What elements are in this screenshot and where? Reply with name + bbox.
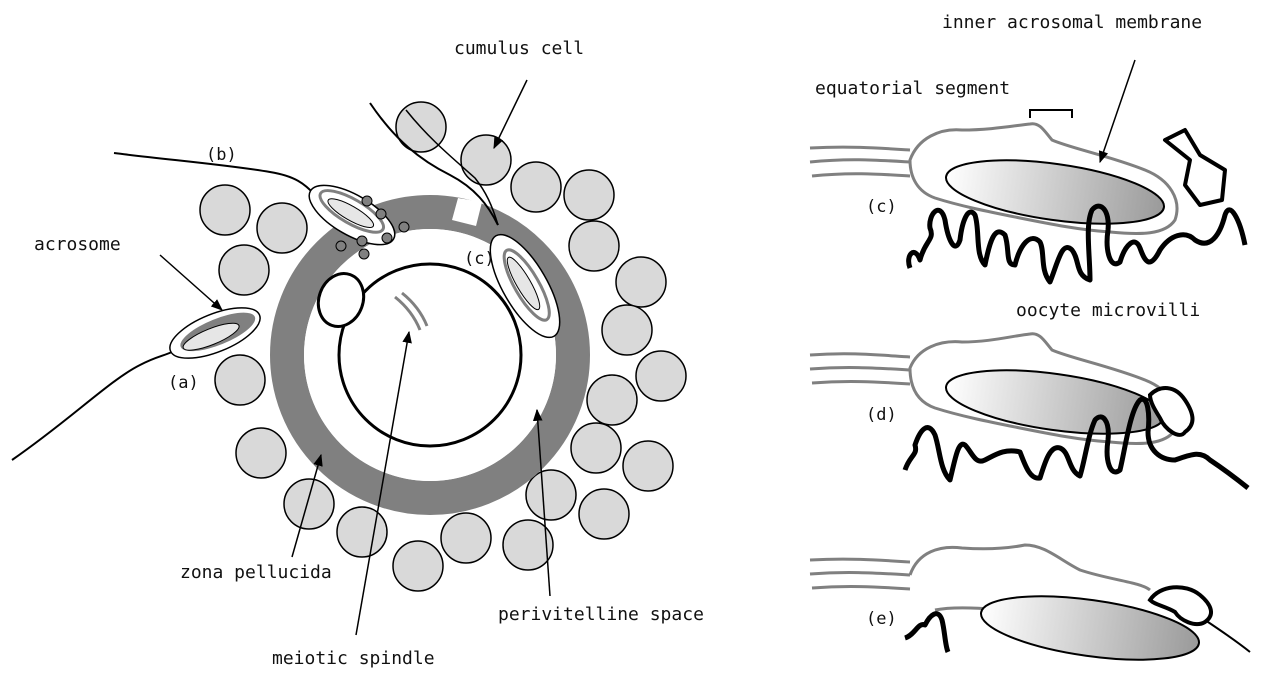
- label-equatorial-segment: equatorial segment: [815, 78, 1010, 99]
- equatorial-bracket: [1030, 110, 1072, 118]
- label-acrosome: acrosome: [34, 234, 121, 255]
- sperm-a-tail: [12, 352, 172, 460]
- stage-label-e: (e): [866, 609, 897, 629]
- label-inner-acrosomal-membrane: inner acrosomal membrane: [942, 12, 1202, 33]
- oocyte: [339, 264, 521, 446]
- stage-label-a: (a): [168, 373, 199, 393]
- label-meiotic-spindle: meiotic spindle: [272, 648, 435, 669]
- label-perivitelline-space: perivitelline space: [498, 604, 704, 625]
- label-cumulus-cell: cumulus cell: [454, 38, 584, 59]
- label-zona-pellucida: zona pellucida: [180, 562, 332, 583]
- stage-label-d: (d): [866, 405, 897, 425]
- stage-label-c-right: (c): [866, 197, 897, 217]
- microvilli-e: [905, 614, 948, 652]
- stage-label-b: (b): [206, 145, 237, 165]
- stage-label-c-left: (c): [464, 249, 495, 269]
- label-oocyte-microvilli: oocyte microvilli: [1016, 300, 1200, 321]
